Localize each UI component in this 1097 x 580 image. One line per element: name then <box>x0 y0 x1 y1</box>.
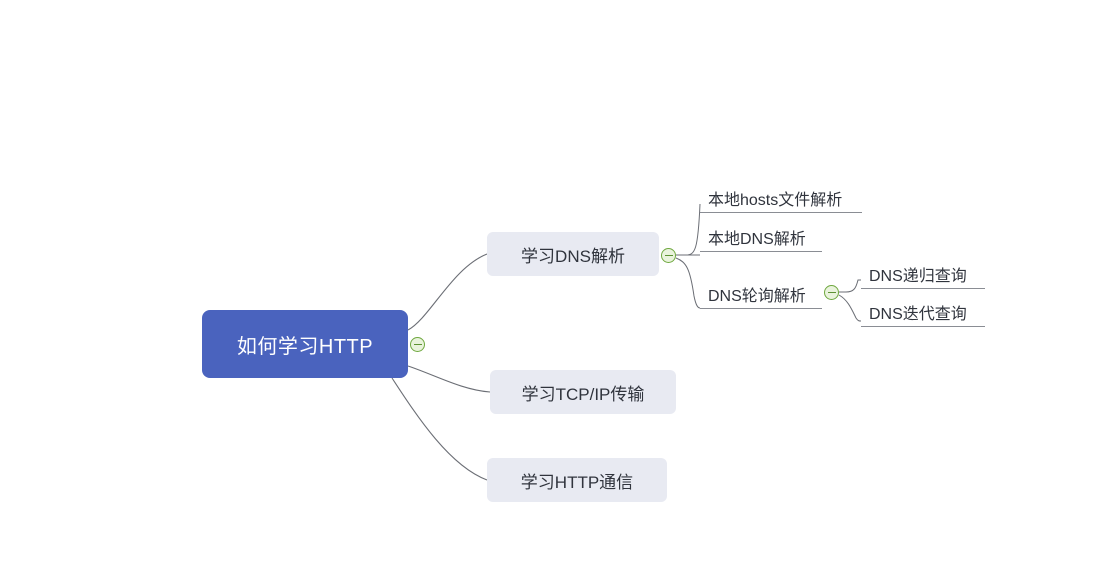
edge-poll-to-iterative <box>838 294 862 322</box>
root-node-label: 如何学习HTTP <box>236 335 374 358</box>
edge-root-to-tcpip <box>407 365 491 393</box>
node-learn-tcpip[interactable]: 学习TCP/IP传输 <box>490 370 676 414</box>
node-local-hosts-file-label: 本地hosts文件解析 <box>708 192 843 209</box>
node-local-hosts-file[interactable]: 本地hosts文件解析 <box>700 186 862 213</box>
edge-root-to-dns <box>407 253 488 331</box>
node-dns-recursive-query[interactable]: DNS递归查询 <box>861 262 985 289</box>
node-local-dns-label: 本地DNS解析 <box>708 231 806 248</box>
dns-polling-collapse-toggle-icon[interactable] <box>824 285 839 300</box>
node-dns-polling[interactable]: DNS轮询解析 <box>700 282 822 309</box>
root-collapse-toggle-icon[interactable] <box>410 337 425 352</box>
edge-root-to-http <box>391 377 488 481</box>
node-dns-iterative-query[interactable]: DNS迭代查询 <box>861 300 985 327</box>
edge-poll-to-recursive <box>839 279 861 293</box>
node-learn-dns-label: 学习DNS解析 <box>521 246 625 266</box>
node-dns-iterative-query-label: DNS迭代查询 <box>869 306 967 323</box>
node-learn-dns[interactable]: 学习DNS解析 <box>487 232 659 276</box>
edge-dns-to-poll <box>675 257 701 309</box>
root-node[interactable]: 如何学习HTTP <box>202 310 408 378</box>
node-dns-recursive-query-label: DNS递归查询 <box>869 268 967 285</box>
node-learn-http[interactable]: 学习HTTP通信 <box>487 458 667 502</box>
edge-dns-to-hosts <box>676 203 701 256</box>
node-learn-tcpip-label: 学习TCP/IP传输 <box>521 384 645 404</box>
node-local-dns[interactable]: 本地DNS解析 <box>700 225 822 252</box>
node-dns-polling-label: DNS轮询解析 <box>708 288 806 305</box>
dns-collapse-toggle-icon[interactable] <box>661 248 676 263</box>
node-learn-http-label: 学习HTTP通信 <box>520 472 634 492</box>
